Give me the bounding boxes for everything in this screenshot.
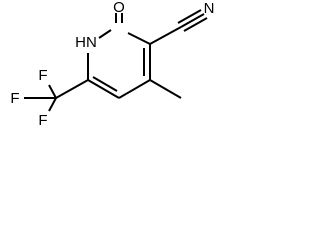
- bond-c5-c6: [87, 79, 120, 99]
- nitrogen-label: N: [204, 0, 215, 17]
- fluorine-left-label: F: [10, 90, 19, 107]
- bond-cf3-f-top: [48, 84, 57, 99]
- bond-c6-cf3: [55, 79, 89, 99]
- carbonyl-group: [115, 13, 123, 23]
- bond-cn-triple-1: [180, 13, 205, 28]
- bond-c5-c6-inner: [92, 76, 118, 92]
- bond-n1-c2: [98, 29, 112, 39]
- fluorine-top-label: F: [38, 67, 47, 84]
- nitrile-group: [149, 9, 208, 45]
- bond-methyl: [149, 79, 182, 99]
- pyridinone-ring: [87, 29, 151, 99]
- trifluoromethyl-group: [24, 79, 89, 112]
- nh-label: HN: [75, 34, 97, 51]
- bond-c2-c3: [127, 32, 151, 45]
- bond-c4-c5: [118, 79, 151, 99]
- fluorine-bottom-label: F: [38, 112, 47, 129]
- bond-cn-triple-3: [183, 17, 208, 32]
- bond-cn-triple-2: [177, 9, 202, 24]
- bond-cf3-f-bottom: [48, 97, 57, 112]
- oxygen-label: O: [113, 0, 125, 16]
- bond-c3-cn: [149, 26, 182, 45]
- structural-formula: O N HN F F F: [10, 0, 215, 129]
